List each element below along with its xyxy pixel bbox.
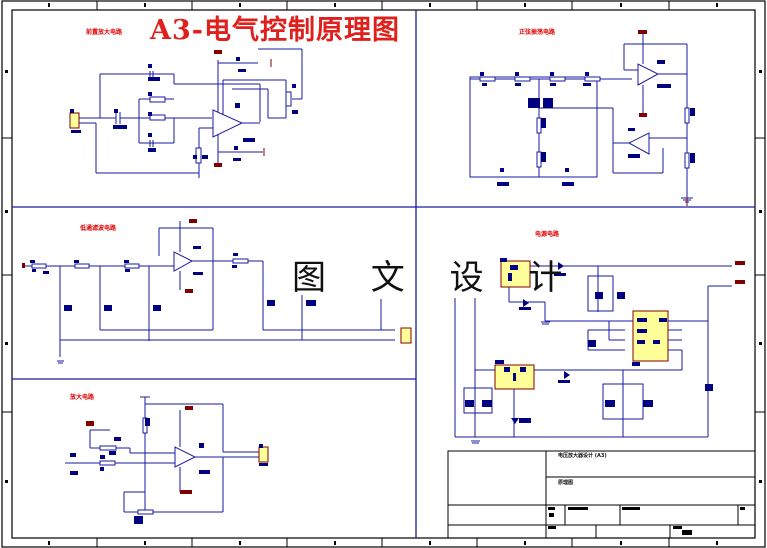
title-block-project-name: 电压放大器设计 (A3) (558, 453, 607, 459)
inner-frame (11, 9, 756, 539)
filter-ports (22, 219, 197, 293)
power-output-ports (735, 261, 745, 284)
preamp-components (70, 57, 298, 161)
amplifier-circuit (65, 396, 260, 515)
oscillator-components (480, 60, 695, 186)
title-block (447, 450, 756, 539)
ruler-marks (5, 3, 762, 545)
section-dividers (12, 10, 755, 538)
amplifier-ports (86, 406, 193, 494)
section-label-filter: 低通滤波电路 (80, 225, 117, 232)
filter-components (30, 246, 316, 311)
amplifier-components (70, 418, 268, 524)
drawing-title: A3-电气控制原理图 (150, 15, 400, 46)
oscillator-ports (638, 30, 647, 117)
title-block-drawing-name: 原理图 (558, 480, 574, 486)
amplifier-connector (258, 446, 269, 463)
filter-connector (400, 327, 412, 344)
section-label-preamp: 前置放大电路 (86, 29, 123, 36)
preamp-circuit (69, 48, 303, 178)
preamp-ports (214, 50, 272, 167)
section-label-power: 电源电路 (535, 231, 560, 238)
power-components (465, 258, 713, 424)
section-label-amplifier: 放大电路 (70, 394, 95, 401)
section-label-oscillator: 正弦振荡电路 (519, 29, 556, 36)
title-block-marks (548, 507, 745, 535)
oscillator-circuit (469, 34, 693, 206)
filter-circuit (22, 221, 395, 364)
watermark: 图 文 设 计 (292, 258, 580, 298)
